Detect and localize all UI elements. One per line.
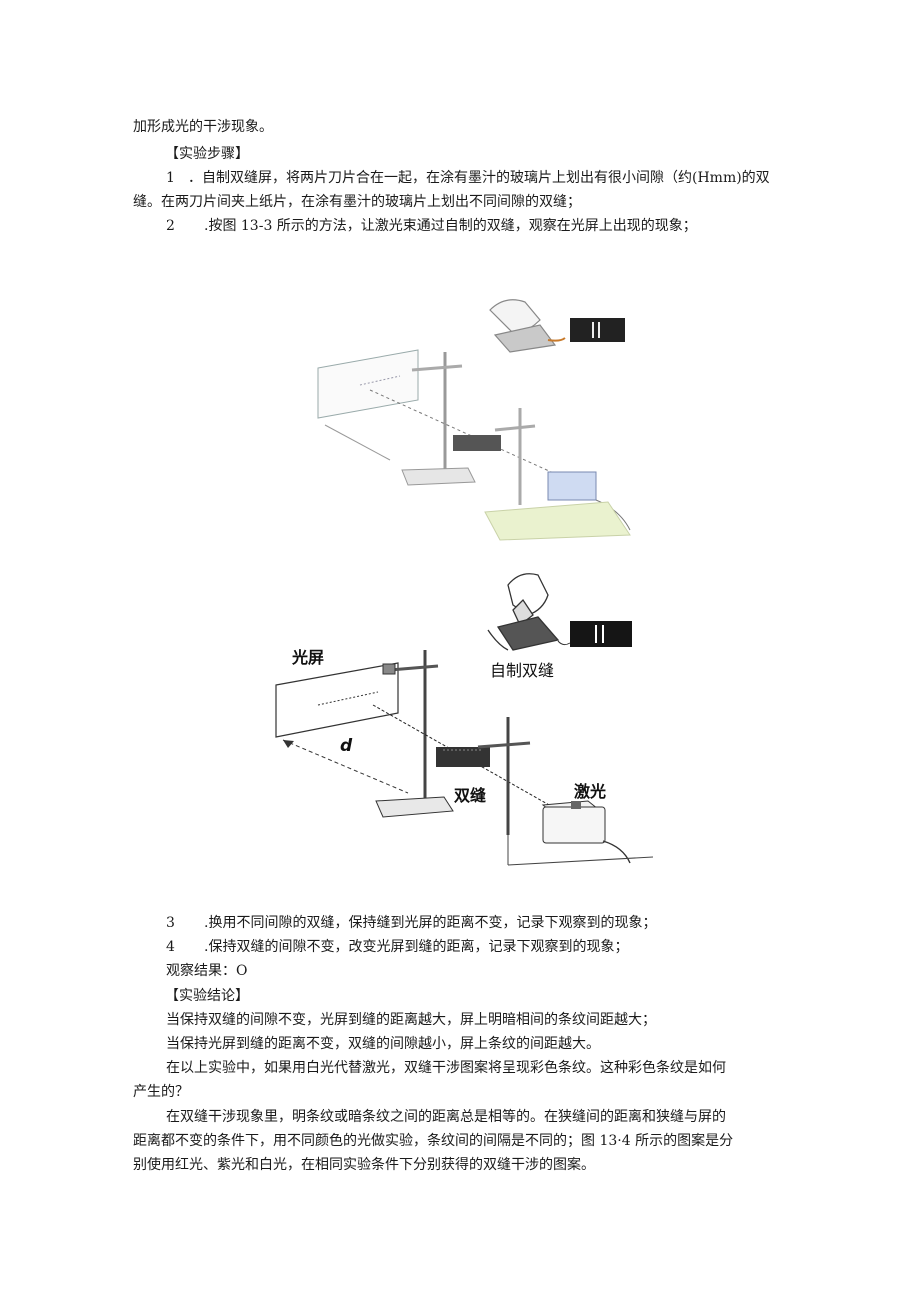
step4-line: 4 .保持双缝的间隙不变，改变光屏到缝的距离，记录下观察到的现象；: [166, 937, 628, 957]
conclusion-heading: 【实验结论】: [165, 988, 249, 1004]
hand-blade-inset: [489, 299, 566, 353]
observation-line: 观察结果：O: [166, 963, 248, 979]
paragraph1-line2: 产生的？: [133, 1084, 189, 1100]
step2-line: 2 .按图 13-3 所示的方法，让激光束通过自制的双缝，观察在光屏上出现的现象；: [166, 216, 697, 236]
double-slit-label: 双缝: [454, 786, 486, 805]
step3-line: 3 .换用不同间隙的双缝，保持缝到光屏的距离不变，记录下观察到的现象；: [166, 913, 656, 933]
step1-text: ．自制双缝屏，将两片刀片合在一起，在涂有墨汁的玻璃片上划出有很小间隙（约(Hmm…: [188, 170, 770, 186]
distance-label: d: [340, 736, 353, 756]
paragraph1-line1: 在以上实验中，如果用白光代替激光，双缝干涉图案将呈现彩色条纹。这种彩色条纹是如何: [166, 1060, 726, 1076]
step1-number: 1: [166, 170, 175, 186]
stand-base-1: [375, 796, 454, 818]
laser-label: 激光: [574, 782, 606, 801]
step3-number: 3: [166, 915, 175, 931]
fringe-inset-bottom: [570, 621, 632, 647]
laser-box-top: [547, 471, 597, 501]
homemade-slit-label: 自制双缝: [490, 661, 554, 680]
hand-blade-inset: [487, 573, 560, 651]
paragraph2-line1: 在双缝干涉现象里，明条纹或暗条纹之间的距离总是相等的。在狭缝间的距离和狭缝与屏的: [166, 1109, 726, 1125]
step3-text: .换用不同间隙的双缝，保持缝到光屏的距离不变，记录下观察到的现象；: [204, 915, 657, 931]
slit-holder: [436, 747, 490, 767]
fringe-inset-top: [570, 318, 625, 342]
apparatus-figure-top: [317, 299, 631, 541]
paragraph2-line3: 别使用红光、紫光和白光，在相同实验条件下分别获得的双缝干涉的图案。: [133, 1157, 595, 1173]
step2-text: .按图 13-3 所示的方法，让激光束通过自制的双缝，观察在光屏上出现的现象；: [204, 218, 697, 234]
screen-panel-top: [317, 349, 419, 419]
step2-number: 2: [166, 218, 175, 234]
step4-text: .保持双缝的间隙不变，改变光屏到缝的距离，记录下观察到的现象；: [204, 939, 629, 955]
apparatus-figure-bottom: 自制双缝 光屏 d 双缝 激光: [275, 573, 653, 866]
step4-number: 4: [166, 939, 175, 955]
conclusion-line-1: 当保持双缝的间隙不变，光屏到缝的距离越大，屏上明暗相间的条纹间距越大；: [166, 1012, 656, 1028]
conclusion-line-2: 当保持光屏到缝的距离不变，双缝的间隙越小，屏上条纹的间距越大。: [166, 1036, 600, 1052]
paragraph2-line2: 距离都不变的条件下，用不同颜色的光做实验，条纹间的间隔是不同的；图 13·4 所…: [133, 1133, 734, 1149]
intro-line: 加形成光的干涉现象。: [133, 119, 273, 135]
step1-line1: 1 ．自制双缝屏，将两片刀片合在一起，在涂有墨汁的玻璃片上划出有很小间隙（约(Hm…: [166, 168, 770, 188]
screen-label: 光屏: [291, 648, 324, 667]
step1-line2: 缝。在两刀片间夹上纸片，在涂有墨汁的玻璃片上划出不同间隙的双缝；: [133, 194, 581, 210]
laser-device: [541, 800, 606, 844]
steps-heading: 【实验步骤】: [165, 146, 249, 162]
screen-panel: [275, 662, 399, 738]
